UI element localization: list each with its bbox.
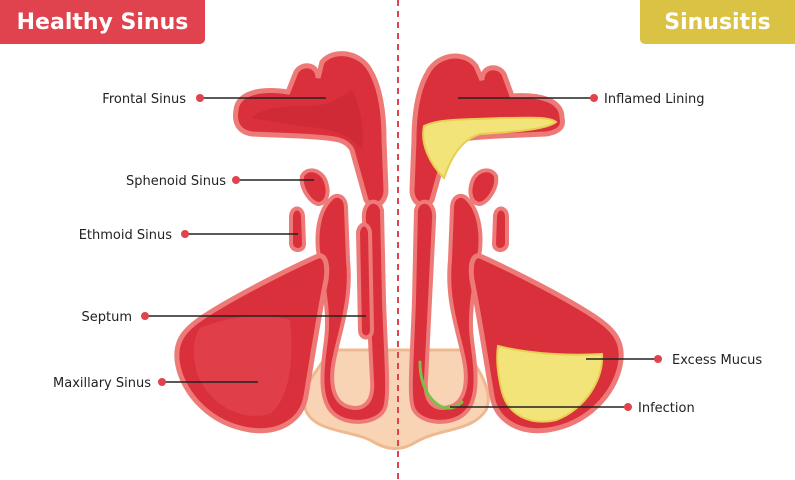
frontal-sinus-label: Frontal Sinus	[102, 92, 186, 107]
inflamed-nasal-wall	[408, 193, 483, 424]
healthy-sinus-anatomy	[174, 51, 390, 434]
healthy-sinus-banner: Healthy Sinus	[0, 0, 205, 44]
sphenoid-sinus-dot	[232, 176, 240, 184]
inflamed-ethmoid-sinus	[491, 206, 509, 252]
inflamed-sphenoid-sinus	[468, 168, 499, 207]
sphenoid-sinus-label: Sphenoid Sinus	[126, 174, 226, 189]
maxillary-sinus-label: Maxillary Sinus	[53, 376, 151, 391]
healthy-ethmoid-sinus	[289, 206, 307, 252]
sinusitis-anatomy	[408, 53, 624, 434]
septum-dot	[141, 312, 149, 320]
septum-label: Septum	[81, 310, 132, 325]
inflamed-lining-label: Inflamed Lining	[604, 92, 704, 107]
healthy-maxillary-inner	[193, 315, 292, 416]
frontal-mucus	[422, 116, 558, 180]
frontal-sinus-dot	[196, 94, 204, 102]
sinusitis-banner: Sinusitis	[640, 0, 795, 44]
ethmoid-sinus-label: Ethmoid Sinus	[79, 228, 173, 243]
pointer-dots	[141, 94, 662, 411]
infection-dot	[624, 403, 632, 411]
healthy-frontal-inner	[252, 90, 363, 150]
maxillary-sinus-dot	[158, 378, 166, 386]
ethmoid-sinus-dot	[181, 230, 189, 238]
inflamed-lining-dot	[590, 94, 598, 102]
pointer-lines	[145, 97, 658, 408]
infection-streak	[418, 360, 464, 410]
maxillary-mucus	[496, 344, 604, 423]
excess-mucus-label: Excess Mucus	[672, 353, 762, 368]
excess-mucus-dot	[654, 355, 662, 363]
healthy-frontal-sinus	[233, 51, 389, 208]
healthy-septum	[355, 222, 375, 340]
infection-label: Infection	[638, 401, 695, 416]
healthy-sphenoid-sinus	[299, 168, 330, 207]
